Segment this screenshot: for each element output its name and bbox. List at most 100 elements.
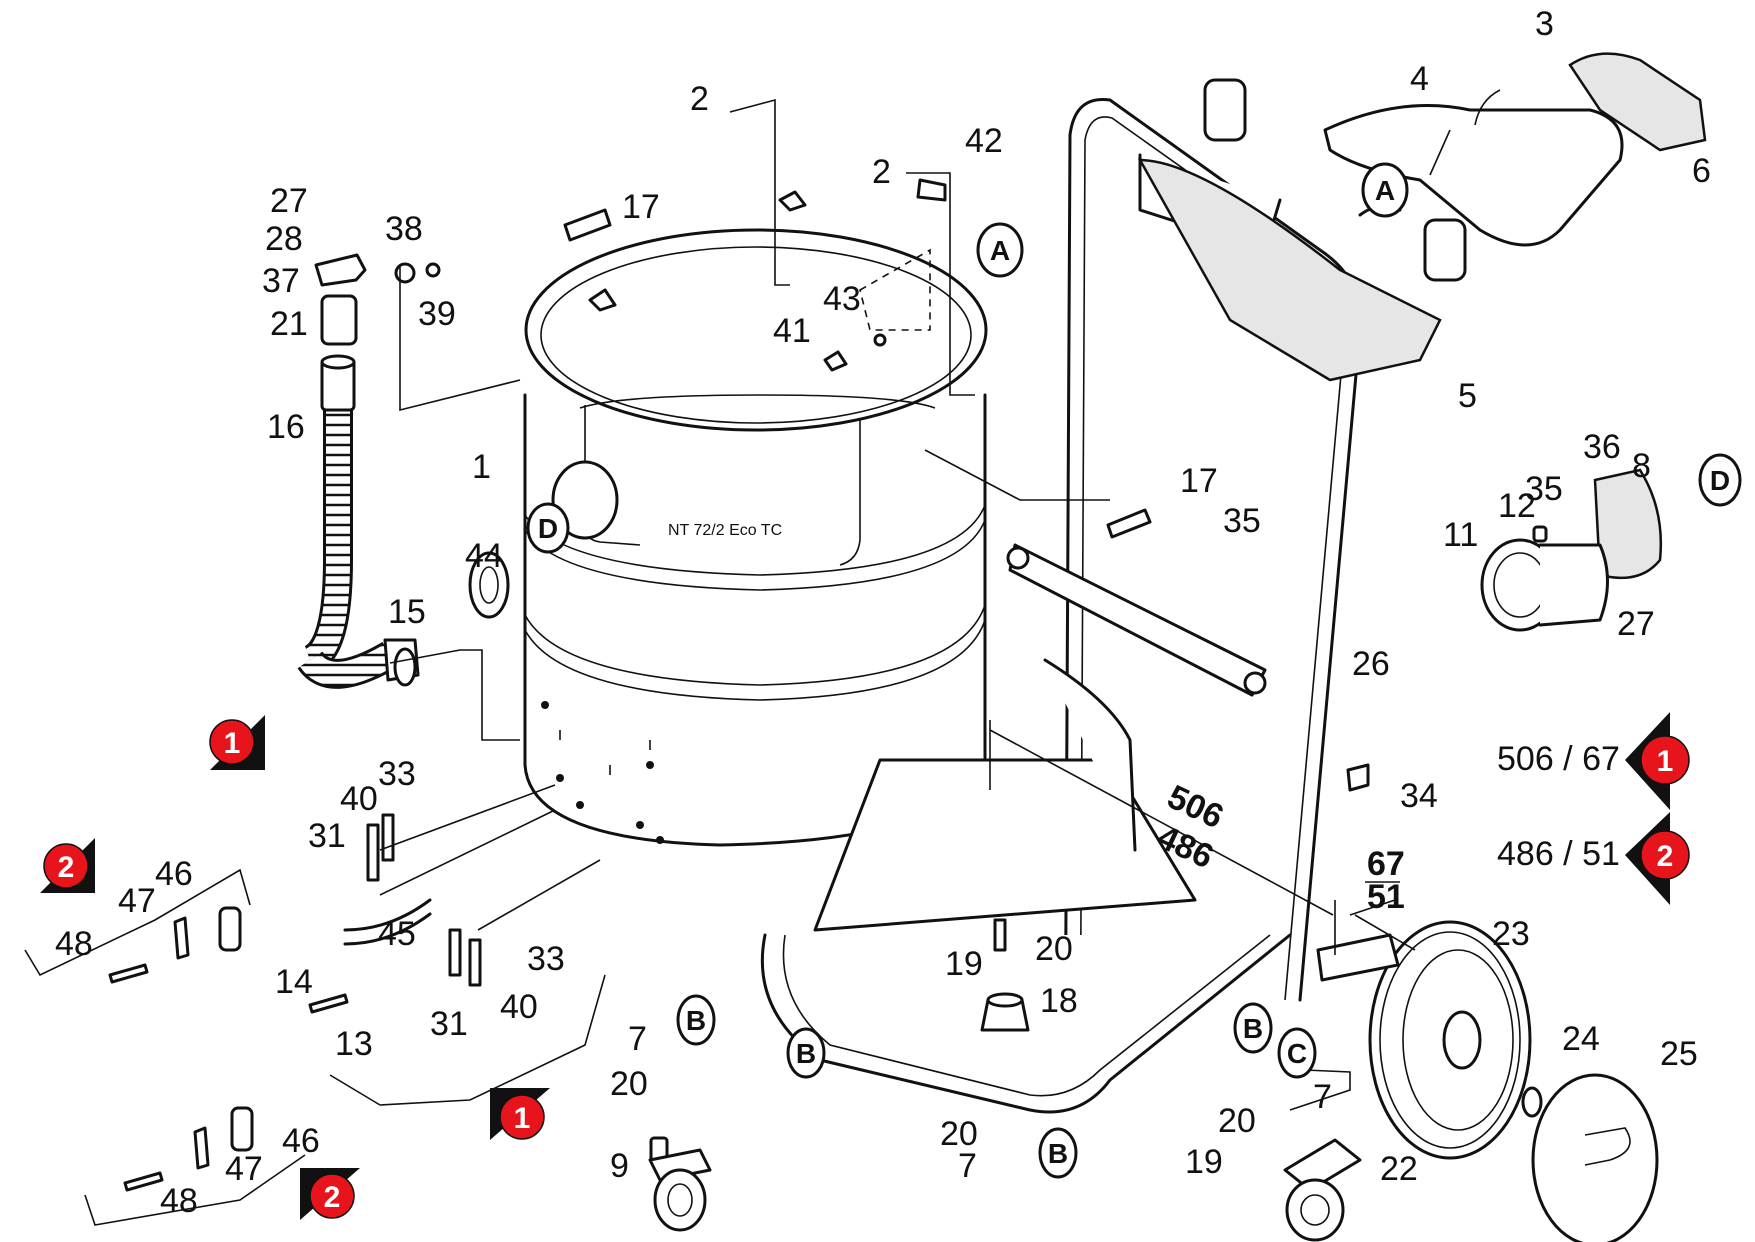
part-label-2: 2 xyxy=(872,153,891,191)
part-label-43: 43 xyxy=(823,280,861,318)
svg-text:D: D xyxy=(1710,465,1730,496)
dimension-offset-top: 67 xyxy=(1367,845,1405,883)
variant-badge-2-left: 2 xyxy=(40,838,95,893)
part-label-40: 40 xyxy=(340,780,378,818)
part-label-14: 14 xyxy=(275,963,313,1001)
part-label-31: 31 xyxy=(308,817,346,855)
variant-legend-1: 506 / 67 xyxy=(1497,740,1620,778)
tank-body: NT 72/2 Eco TC xyxy=(523,228,988,847)
leader-lines xyxy=(24,89,1501,1226)
svg-text:B: B xyxy=(796,1038,816,1069)
part-label-19: 19 xyxy=(1185,1143,1223,1181)
part-label-15: 15 xyxy=(388,593,426,631)
part-label-46: 46 xyxy=(282,1122,320,1160)
part-label-46: 46 xyxy=(155,855,193,893)
part-label-23: 23 xyxy=(1492,915,1530,953)
part-label-4: 4 xyxy=(1410,60,1429,98)
svg-text:C: C xyxy=(1287,1038,1307,1069)
part-label-25: 25 xyxy=(1660,1035,1698,1073)
part-label-48: 48 xyxy=(160,1182,198,1220)
svg-text:B: B xyxy=(1243,1013,1263,1044)
svg-text:2: 2 xyxy=(1657,840,1674,873)
variant-badge-2-legend: 2 xyxy=(1625,812,1690,905)
part-label-47: 47 xyxy=(225,1150,263,1188)
part-label-22: 22 xyxy=(1380,1150,1418,1188)
part-label-12: 12 xyxy=(1498,487,1536,525)
part-label-8: 8 xyxy=(1632,447,1651,485)
wheel xyxy=(1316,920,1659,1242)
part-label-16: 16 xyxy=(267,408,305,446)
part-label-20: 20 xyxy=(940,1115,978,1153)
part-label-5: 5 xyxy=(1458,377,1477,415)
suction-hose xyxy=(297,253,510,689)
svg-text:1: 1 xyxy=(1657,745,1674,778)
tank-rim xyxy=(524,228,988,432)
callout-c-right: C xyxy=(1277,1027,1317,1079)
part-label-28: 28 xyxy=(265,220,303,258)
variant-badge-2-bottom: 2 xyxy=(300,1168,360,1220)
part-label-20: 20 xyxy=(610,1065,648,1103)
part-label-26: 26 xyxy=(1352,645,1390,683)
svg-text:2: 2 xyxy=(324,1181,341,1214)
callout-b-left: B xyxy=(786,1027,826,1079)
part-label-20: 20 xyxy=(1035,930,1073,968)
part-label-7: 7 xyxy=(628,1020,647,1058)
casters xyxy=(648,1136,1362,1242)
part-label-9: 9 xyxy=(610,1147,629,1185)
part-label-17: 17 xyxy=(1180,462,1218,500)
part-label-47: 47 xyxy=(118,882,156,920)
part-label-39: 39 xyxy=(418,295,456,333)
filter-assembly xyxy=(1480,468,1663,632)
callout-d-filter: D xyxy=(1698,453,1742,507)
small-parts xyxy=(108,178,1402,1192)
part-label-3: 3 xyxy=(1535,5,1554,43)
part-label-38: 38 xyxy=(385,210,423,248)
part-label-24: 24 xyxy=(1562,1020,1600,1058)
part-label-27: 27 xyxy=(270,182,308,220)
part-label-6: 6 xyxy=(1692,152,1711,190)
dimension-offset-bottom: 51 xyxy=(1367,878,1405,916)
svg-text:1: 1 xyxy=(514,1102,531,1135)
svg-text:B: B xyxy=(1048,1138,1068,1169)
variant-badge-1-legend: 1 xyxy=(1625,712,1690,810)
part-label-7: 7 xyxy=(958,1147,977,1185)
suction-port xyxy=(551,460,619,540)
part-label-21: 21 xyxy=(270,305,308,343)
dimension-lines xyxy=(989,720,1416,955)
part-label-20: 20 xyxy=(1218,1102,1256,1140)
part-label-40: 40 xyxy=(500,988,538,1026)
handle-head xyxy=(1137,52,1707,382)
part-label-45: 45 xyxy=(378,915,416,953)
part-label-42: 42 xyxy=(965,122,1003,160)
part-label-35: 35 xyxy=(1525,470,1563,508)
part-label-17: 17 xyxy=(622,188,660,226)
svg-text:B: B xyxy=(686,1005,706,1036)
part-label-35: 35 xyxy=(1223,502,1261,540)
part-label-18: 18 xyxy=(1040,982,1078,1020)
part-label-2: 2 xyxy=(690,80,709,118)
part-label-33: 33 xyxy=(378,755,416,793)
callout-d-tank: D xyxy=(526,502,570,554)
part-label-31: 31 xyxy=(430,1005,468,1043)
part-label-48: 48 xyxy=(55,925,93,963)
svg-text:D: D xyxy=(538,513,558,544)
part-label-33: 33 xyxy=(527,940,565,978)
svg-text:A: A xyxy=(990,235,1010,266)
part-label-27: 27 xyxy=(1617,605,1655,643)
part-labels: 1 2 2 3 4 5 6 7 7 7 8 9 11 12 13 14 15 1… xyxy=(55,5,1711,1220)
callout-a-handle: A xyxy=(1361,162,1409,218)
variant-legend-2: 486 / 51 xyxy=(1497,835,1620,873)
svg-text:1: 1 xyxy=(224,727,241,760)
model-name: NT 72/2 Eco TC xyxy=(668,522,782,539)
variant-badge-1-bottom: 1 xyxy=(490,1088,550,1140)
part-label-36: 36 xyxy=(1583,428,1621,466)
svg-text:2: 2 xyxy=(58,851,75,884)
callout-b-right: B xyxy=(1233,1002,1273,1054)
svg-text:A: A xyxy=(1375,175,1395,206)
part-label-1: 1 xyxy=(472,448,491,486)
callout-a-top: A xyxy=(976,222,1024,278)
part-label-7: 7 xyxy=(1313,1078,1332,1116)
part-label-41: 41 xyxy=(773,312,811,350)
variant-badge-1-left: 1 xyxy=(209,715,265,770)
